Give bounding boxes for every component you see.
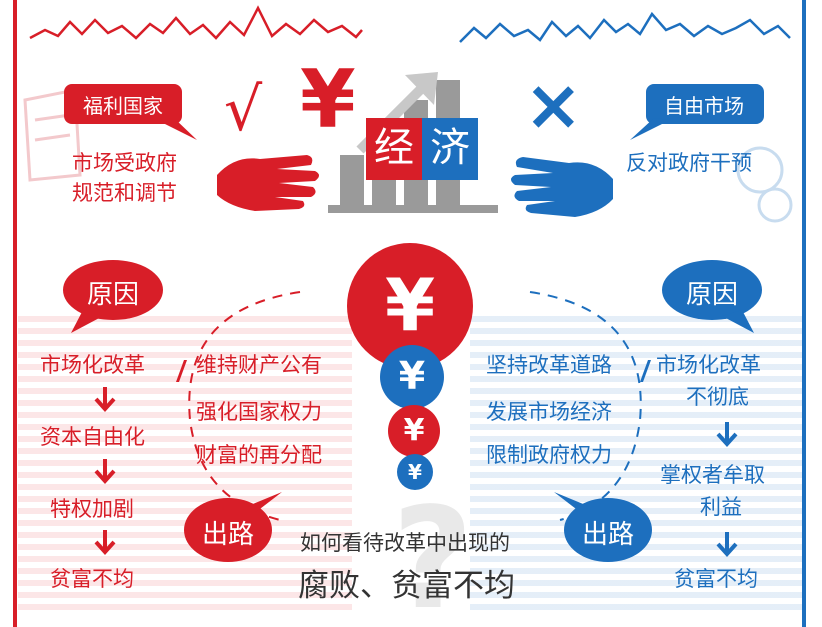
right-stripe-background bbox=[470, 316, 802, 616]
red-hand-icon bbox=[217, 155, 319, 211]
top-yen-symbol: ¥ bbox=[300, 53, 356, 146]
right-chain-item-4: 利益 bbox=[700, 495, 742, 519]
left-exit-bubble: 出路 bbox=[201, 520, 254, 550]
free-market-bubble: 自由市场 bbox=[664, 94, 744, 118]
right-desc-line-1: 反对政府干预 bbox=[626, 151, 752, 175]
title-box-right bbox=[422, 118, 478, 180]
right-chain-item-3: 掌权者牟取 bbox=[660, 463, 765, 487]
zigzag-lines bbox=[29, 5, 791, 43]
right-frame-line bbox=[802, 0, 806, 627]
right-reasons-bubble-shape bbox=[662, 260, 762, 333]
coin-small-yen: ¥ bbox=[403, 413, 425, 448]
left-desc-line-2: 规范和调节 bbox=[72, 181, 177, 205]
right-solution-1: 坚持改革道路 bbox=[486, 353, 612, 377]
left-chain-item-3: 特权加剧 bbox=[50, 497, 134, 521]
right-doodle-decoration bbox=[736, 146, 793, 223]
coin-tiny-blue bbox=[397, 454, 433, 490]
title-char-right: 济 bbox=[430, 125, 470, 171]
left-exit-bubble-shape bbox=[184, 492, 282, 562]
coin-tiny-yen: ¥ bbox=[408, 460, 422, 484]
right-solution-3: 限制政府权力 bbox=[486, 443, 612, 467]
right-dashed-arc bbox=[529, 291, 642, 521]
left-solution-3: 财富的再分配 bbox=[196, 443, 322, 467]
question-mark-icon: ? bbox=[392, 478, 474, 627]
right-chain-item-1: 市场化改革 bbox=[656, 353, 761, 377]
chart-bar-1 bbox=[340, 155, 364, 210]
caption-line-2: 腐败、贫富不均 bbox=[298, 568, 515, 604]
right-zigzag-line bbox=[459, 11, 791, 43]
left-reasons-bubble-shape bbox=[63, 260, 163, 333]
title-box-left bbox=[366, 118, 422, 180]
title-char-left: 经 bbox=[374, 125, 414, 171]
down-arrow-icon bbox=[716, 532, 738, 557]
coin-medium-blue bbox=[380, 345, 444, 409]
down-arrow-icon bbox=[94, 459, 116, 484]
welfare-state-bubble: 福利国家 bbox=[83, 94, 163, 118]
left-desc-line-1: 市场受政府 bbox=[72, 151, 177, 175]
left-solution-1: 维持财产公有 bbox=[196, 353, 322, 377]
down-arrow-icon bbox=[94, 387, 116, 412]
right-chain-item-2: 不彻底 bbox=[686, 385, 749, 409]
chart-arrow-head bbox=[405, 72, 438, 105]
down-arrow-icon bbox=[716, 422, 738, 447]
check-icon: √ bbox=[224, 75, 263, 145]
coin-large-yen: ¥ bbox=[384, 263, 436, 347]
left-dashed-arc bbox=[188, 291, 301, 521]
coin-medium-yen: ¥ bbox=[398, 354, 426, 398]
right-solution-2: 发展市场经济 bbox=[486, 400, 612, 424]
left-chain-item-4: 贫富不均 bbox=[50, 567, 134, 591]
chart-baseline bbox=[328, 205, 498, 213]
coin-small-red bbox=[388, 405, 440, 457]
right-chain-item-5: 贫富不均 bbox=[674, 567, 758, 591]
left-chain-item-1: 市场化改革 bbox=[40, 353, 145, 377]
free-market-bubble-shape bbox=[630, 84, 764, 140]
left-chain-item-2: 资本自由化 bbox=[40, 425, 145, 449]
right-exit-bubble: 出路 bbox=[581, 520, 634, 550]
blue-hand-icon bbox=[511, 157, 613, 217]
left-reasons-bubble: 原因 bbox=[86, 280, 139, 310]
welfare-state-bubble-shape bbox=[64, 84, 197, 140]
right-reasons-bubble: 原因 bbox=[685, 280, 738, 310]
left-frame-line bbox=[13, 0, 17, 627]
left-solution-2: 强化国家权力 bbox=[196, 400, 322, 424]
down-arrow-icon bbox=[94, 530, 116, 555]
right-exit-bubble-shape bbox=[554, 492, 652, 562]
left-zigzag-line bbox=[29, 5, 363, 40]
cross-icon: × bbox=[524, 64, 583, 146]
caption-line-1: 如何看待改革中出现的 bbox=[300, 531, 510, 555]
left-stripe-background bbox=[18, 316, 352, 616]
